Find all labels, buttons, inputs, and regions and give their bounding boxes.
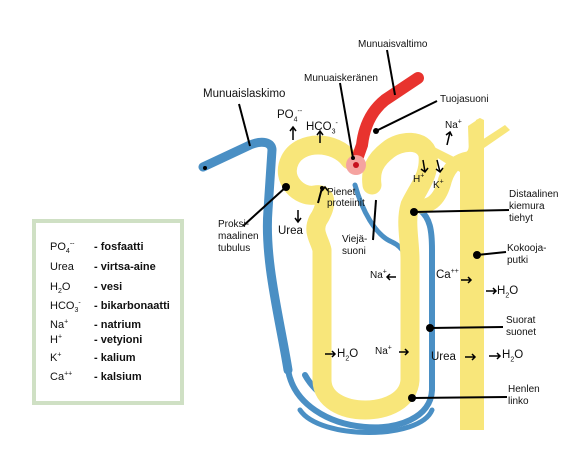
label-vieja-2: suoni bbox=[342, 246, 366, 257]
leader-kokoojaputki bbox=[476, 251, 507, 256]
vasa-recta-outer bbox=[285, 207, 435, 431]
chem-na-top: Na+ bbox=[445, 118, 462, 131]
chem-urea-duct: Urea bbox=[431, 351, 456, 363]
chem-h2o-duct: H2O bbox=[497, 285, 519, 300]
chem-h2o-loop: H2O bbox=[337, 348, 359, 363]
glomerulus-dot bbox=[353, 162, 359, 168]
chem-k: K+ bbox=[433, 178, 444, 191]
label-distaalinen-3: tiehyt bbox=[509, 213, 533, 224]
label-proksi-2: maalinen bbox=[218, 231, 259, 242]
label-distaalinen-1: Distaalinen bbox=[509, 189, 559, 200]
label-pienet-2: proteiinit bbox=[327, 198, 365, 209]
chem-h2o-duct2: H2O bbox=[502, 349, 524, 364]
chem-na-distal: Na+ bbox=[370, 268, 387, 281]
leader-munuaiskeranen bbox=[339, 82, 354, 159]
chem-hco3: HCO3- bbox=[306, 120, 338, 136]
label-proksi-3: tubulus bbox=[218, 243, 251, 254]
chem-ca: Ca++ bbox=[436, 268, 459, 281]
leader-munuaisvaltimo bbox=[386, 49, 396, 96]
afferent-arteriole bbox=[356, 114, 372, 149]
vein-end-dot bbox=[203, 166, 207, 170]
label-munuaisvaltimo: Munuaisvaltimo bbox=[358, 39, 428, 50]
label-suorat-1: Suorat bbox=[506, 315, 536, 326]
chem-urea-prox: Urea bbox=[278, 225, 303, 237]
leader-henlen bbox=[411, 396, 508, 399]
label-suorat-2: suonet bbox=[506, 327, 537, 338]
label-tuojasuoni: Tuojasuoni bbox=[440, 94, 489, 105]
leader-suorat bbox=[429, 326, 504, 329]
leader-munuaislaskimo bbox=[238, 103, 251, 147]
label-henlen-2: linko bbox=[508, 396, 529, 407]
label-distaalinen-2: kiemura bbox=[509, 201, 545, 212]
label-pienet-1: Pienet bbox=[327, 187, 356, 198]
legend-box: PO4--- fosfaatti Urea- virtsa-aine H2O- … bbox=[32, 219, 184, 405]
renal-vein bbox=[198, 137, 293, 375]
chem-h: H+ bbox=[413, 172, 425, 185]
leader-tuojasuoni bbox=[375, 100, 438, 132]
chem-na-loop: Na+ bbox=[375, 344, 392, 357]
collecting-duct-right bbox=[482, 125, 510, 148]
chem-po4: PO4-- bbox=[277, 108, 303, 124]
leader-distaalinen bbox=[413, 209, 510, 213]
label-munuaiskeranen: Munuaiskeränen bbox=[304, 73, 378, 84]
leader-viejasuoni bbox=[372, 199, 377, 241]
vessel-loop-top bbox=[297, 407, 435, 435]
collecting-duct-top bbox=[468, 118, 484, 430]
label-proksi-1: Proksi- bbox=[218, 219, 250, 230]
leader-pienet bbox=[317, 187, 323, 204]
label-henlen-1: Henlen bbox=[508, 384, 540, 395]
label-vieja-1: Viejä- bbox=[342, 234, 368, 245]
arrows bbox=[289, 125, 502, 361]
label-kokooja-1: Kokooja- bbox=[507, 243, 547, 254]
label-kokooja-2: putki bbox=[507, 255, 529, 266]
label-munuaislaskimo: Munuaislaskimo bbox=[203, 88, 286, 100]
distal-link bbox=[403, 151, 477, 214]
leader-proksimaalinen bbox=[242, 186, 287, 227]
proximal-tubule bbox=[277, 132, 438, 420]
